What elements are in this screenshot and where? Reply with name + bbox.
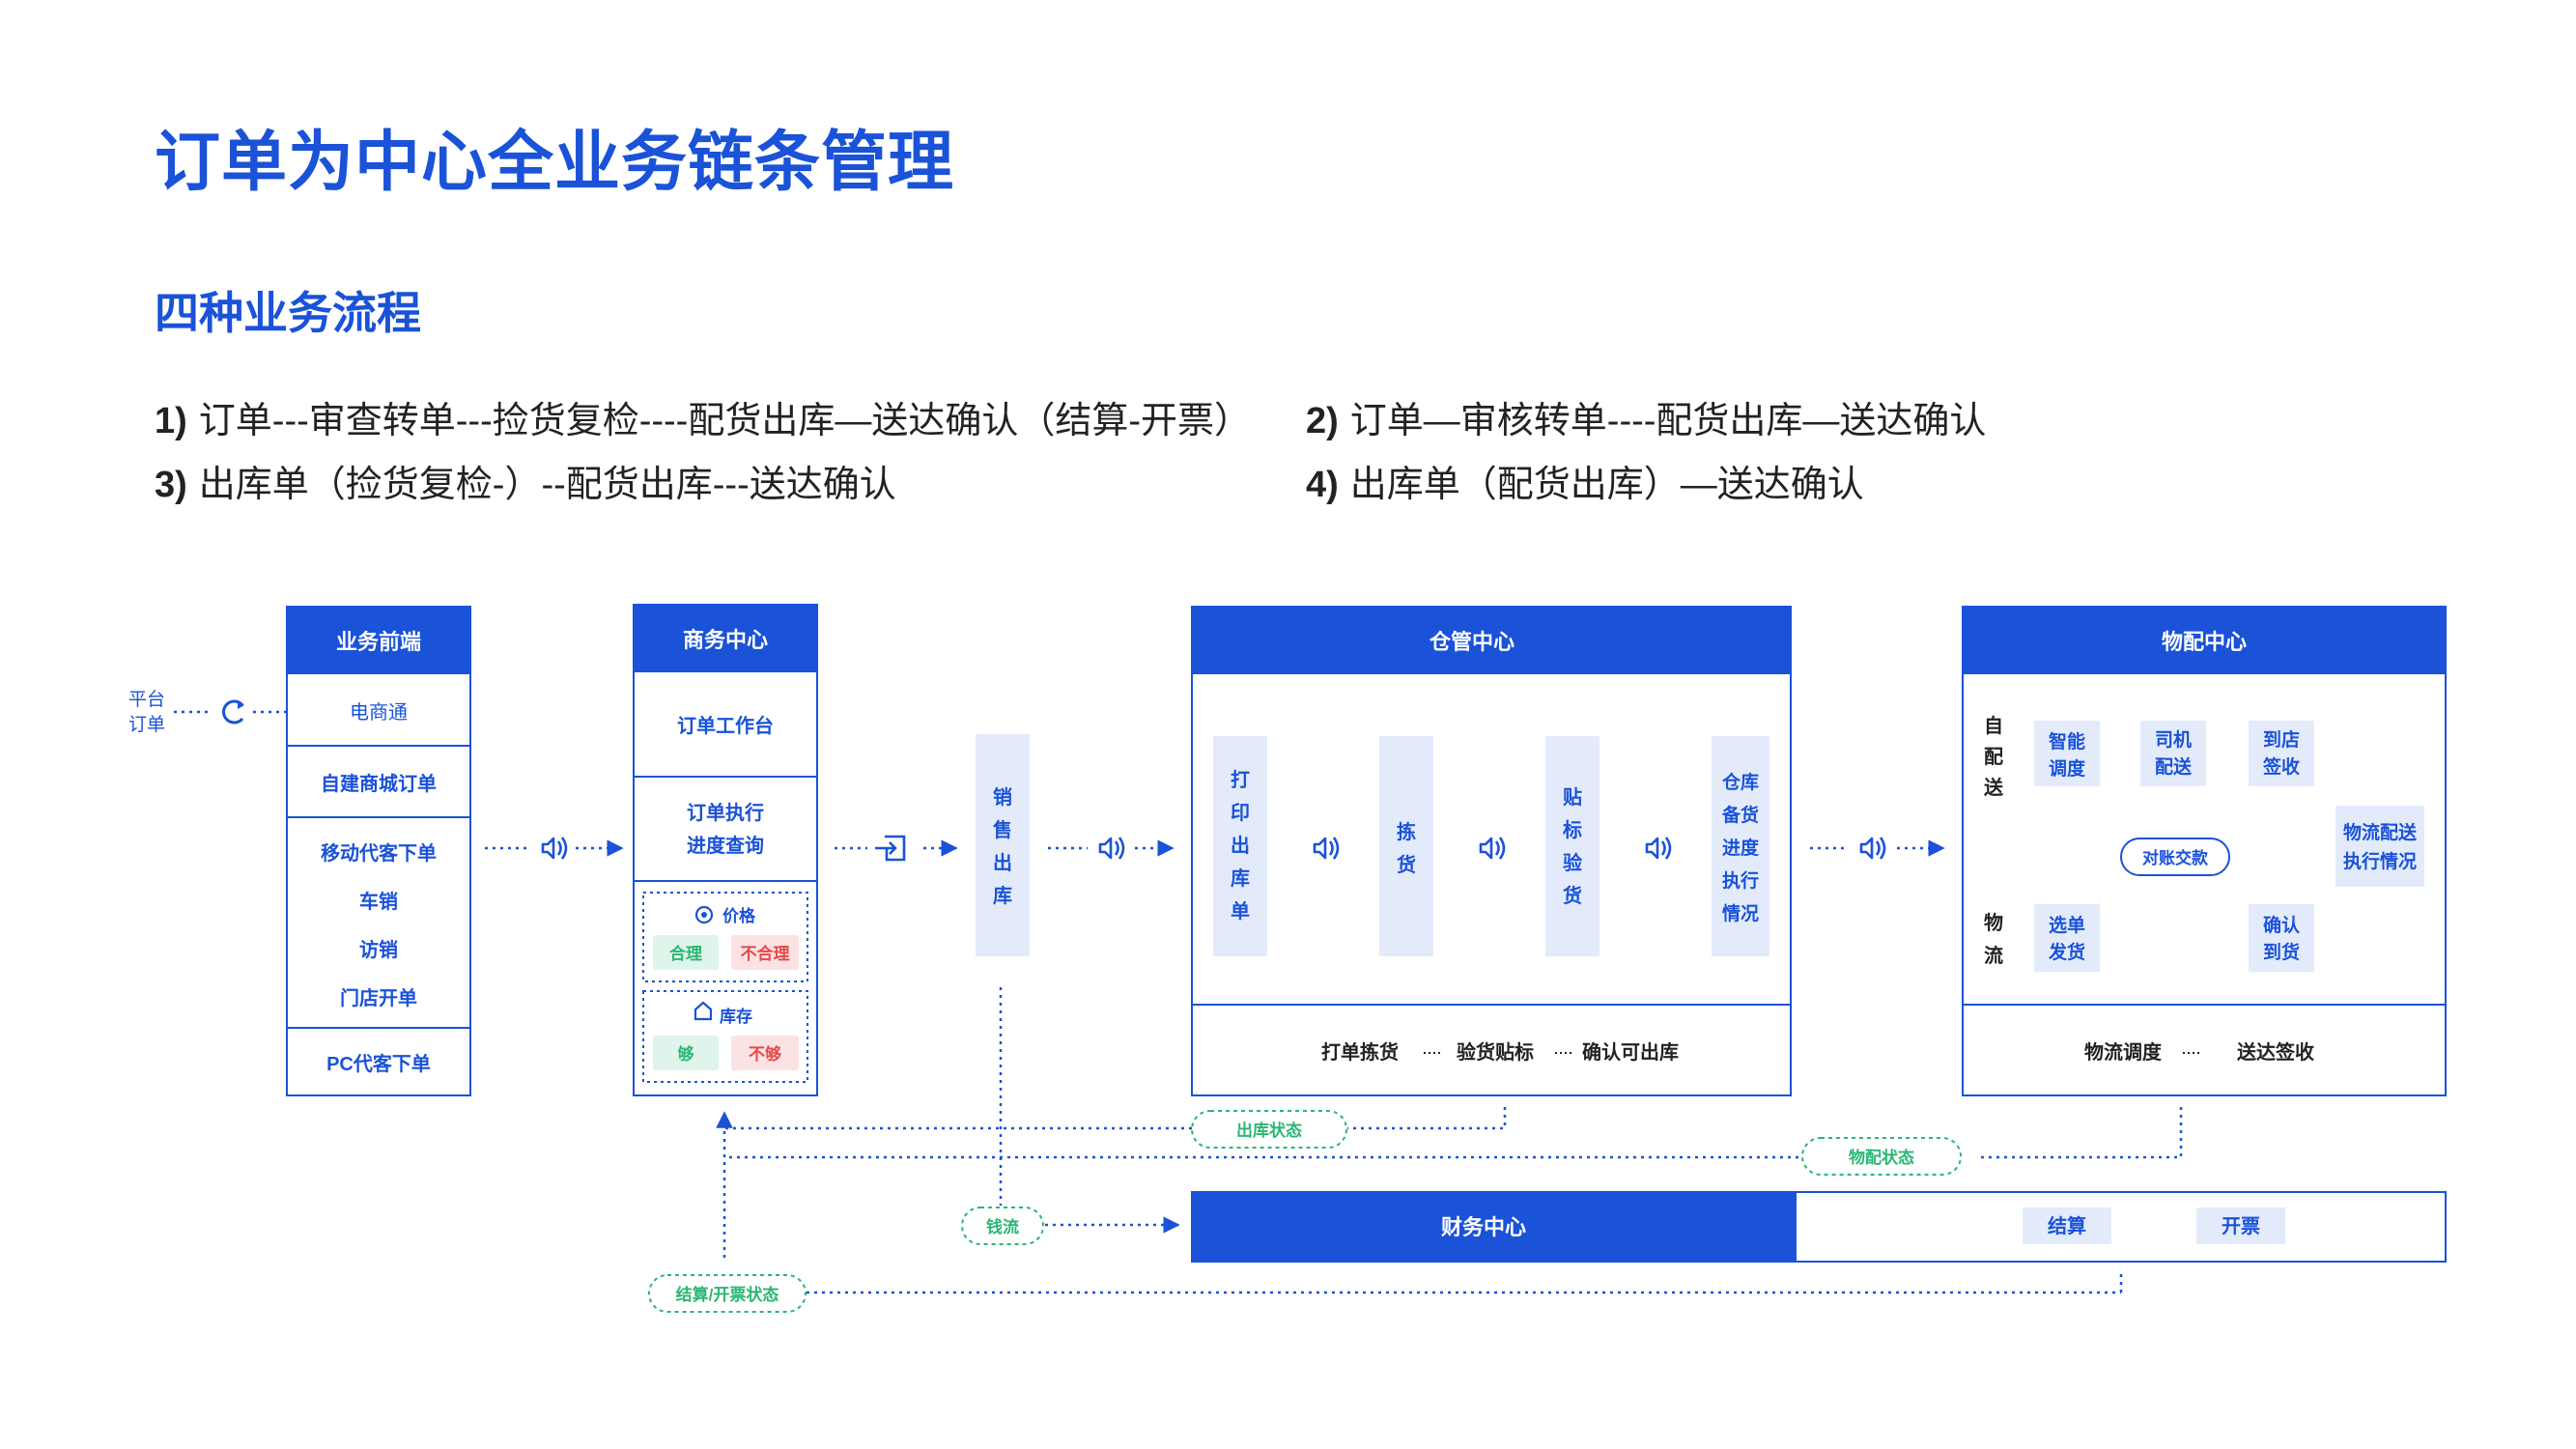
broadcast-icon xyxy=(1098,836,1125,861)
flow-item-2: 2)订单—审核转单----配货出库—送达确认 xyxy=(1306,401,1987,441)
svg-text:确认: 确认 xyxy=(2263,914,2300,936)
svg-text:调度: 调度 xyxy=(2049,757,2086,780)
svg-text:智能: 智能 xyxy=(2049,730,2085,753)
svg-text:标: 标 xyxy=(1563,819,1582,841)
svg-text:送: 送 xyxy=(1984,776,2004,799)
svg-text:自: 自 xyxy=(1984,714,2003,737)
svg-text:印: 印 xyxy=(1231,802,1250,824)
stock-bad: 不够 xyxy=(749,1044,781,1064)
svg-text:验: 验 xyxy=(1563,851,1582,874)
commerce-header: 商务中心 xyxy=(683,628,768,652)
svg-text:货: 货 xyxy=(1397,853,1416,876)
svg-text:平台: 平台 xyxy=(128,689,165,710)
section-subtitle: 四种业务流程 xyxy=(155,288,421,338)
svg-text:出库状态: 出库状态 xyxy=(1236,1121,1302,1140)
self-mall-item: 自建商城订单 xyxy=(321,772,437,795)
price-bad: 不合理 xyxy=(741,944,790,963)
finance-center-panel: 财务中心 结算 开票 xyxy=(1191,1191,2447,1263)
status-delivery-pill: 物配状态 xyxy=(1801,1137,1962,1176)
commerce-center-panel: 商务中心 订单工作台 订单执行 进度查询 价格 合理 不合理 库存 够 不够 xyxy=(633,604,818,1096)
business-front-panel: 业务前端 电商通 自建商城订单 移动代客下单 车销 访销 门店开单 PC代客下单 xyxy=(286,606,471,1096)
logistics-center-panel: 物配中心 自 配 送 物 流 智能 调度 司机 配送 到店 签收 对账交款 物流… xyxy=(1962,606,2447,1096)
warehouse-header: 仓管中心 xyxy=(1429,630,1514,654)
svg-text:备货: 备货 xyxy=(1721,804,1759,826)
svg-text:结算/开票状态: 结算/开票状态 xyxy=(676,1285,779,1304)
svg-text:到货: 到货 xyxy=(2263,941,2300,963)
svg-text:单: 单 xyxy=(1231,899,1250,923)
broadcast-icon xyxy=(541,836,568,861)
svg-text:拣: 拣 xyxy=(1397,820,1416,843)
svg-text:物: 物 xyxy=(1984,911,2003,934)
svg-text:进度: 进度 xyxy=(1722,837,1760,859)
order-workbench: 订单工作台 xyxy=(677,714,774,737)
flow-item-4: 4)出库单（配货出库）—送达确认 xyxy=(1306,465,1864,505)
pc-order-item: PC代客下单 xyxy=(326,1052,431,1075)
svg-text:售: 售 xyxy=(993,818,1012,841)
house-icon xyxy=(694,1001,713,1021)
price-ok: 合理 xyxy=(669,944,702,963)
platform-order: 平台 订单 xyxy=(128,689,165,735)
logistics-header: 物配中心 xyxy=(2162,630,2247,654)
svg-text:执行: 执行 xyxy=(1722,869,1759,892)
svg-text:出: 出 xyxy=(993,852,1012,874)
svg-text:发货: 发货 xyxy=(2048,941,2085,963)
svg-text:送达签收: 送达签收 xyxy=(2237,1040,2314,1064)
mobile-order-item: 移动代客下单 xyxy=(321,841,437,865)
svg-text:库: 库 xyxy=(1231,867,1250,890)
broadcast-icon xyxy=(1859,836,1886,861)
svg-text:验货贴标: 验货贴标 xyxy=(1457,1040,1534,1064)
refresh-icon xyxy=(222,699,244,724)
svg-text:货: 货 xyxy=(1563,884,1582,907)
svg-text:物流配送: 物流配送 xyxy=(2343,821,2418,843)
svg-text:确认可出库: 确认可出库 xyxy=(1582,1040,1679,1064)
flow-item-1: 1)订单---审查转单---捡货复检----配货出库—送达确认（结算-开票） xyxy=(155,401,1251,441)
svg-text:销: 销 xyxy=(993,785,1012,809)
car-sales-item: 车销 xyxy=(359,890,398,913)
settle-box: 结算 xyxy=(2048,1214,2086,1237)
svg-text:流: 流 xyxy=(1984,944,2003,967)
svg-text:贴: 贴 xyxy=(1563,786,1582,809)
svg-text:打: 打 xyxy=(1231,768,1250,791)
reconcile-pill: 对账交款 xyxy=(2142,848,2209,867)
visit-sales-item: 访销 xyxy=(359,938,398,961)
invoice-box: 开票 xyxy=(2222,1215,2260,1237)
ecommerce-item: 电商通 xyxy=(350,701,408,724)
price-label: 价格 xyxy=(722,906,756,925)
svg-text:到店: 到店 xyxy=(2263,728,2300,751)
svg-text:情况: 情况 xyxy=(1722,902,1759,924)
stock-label: 库存 xyxy=(720,1007,752,1026)
business-front-header: 业务前端 xyxy=(336,630,421,654)
svg-text:物流调度: 物流调度 xyxy=(2084,1040,2163,1064)
page-title: 订单为中心全业务链条管理 xyxy=(155,126,955,199)
order-exec-line2: 进度查询 xyxy=(687,834,764,857)
status-out-pill: 出库状态 xyxy=(1191,1110,1347,1149)
flow-item-3: 3)出库单（捡货复检-）--配货出库---送达确认 xyxy=(155,465,896,505)
svg-text:钱流: 钱流 xyxy=(986,1217,1019,1236)
svg-text:司机: 司机 xyxy=(2155,729,2192,751)
svg-text:配送: 配送 xyxy=(2155,755,2193,778)
svg-text:出: 出 xyxy=(1231,835,1250,857)
document-icon xyxy=(875,835,906,862)
store-order-item: 门店开单 xyxy=(340,986,417,1009)
svg-text:配: 配 xyxy=(1984,746,2003,768)
svg-text:打单拣货: 打单拣货 xyxy=(1321,1040,1399,1064)
svg-text:选单: 选单 xyxy=(2049,914,2085,936)
stock-ok: 够 xyxy=(677,1044,694,1064)
target-icon xyxy=(694,905,714,924)
sales-outbound-box: 销 售 出 库 xyxy=(976,734,1030,956)
svg-text:执行情况: 执行情况 xyxy=(2343,850,2417,872)
svg-text:签收: 签收 xyxy=(2262,755,2300,778)
order-exec-line1: 订单执行 xyxy=(687,801,764,824)
finance-header: 财务中心 xyxy=(1441,1215,1526,1239)
svg-text:订单: 订单 xyxy=(128,714,165,735)
svg-text:物配状态: 物配状态 xyxy=(1849,1148,1914,1167)
settle-invoice-status-pill: 结算/开票状态 xyxy=(648,1274,807,1313)
svg-text:仓库: 仓库 xyxy=(1721,771,1759,793)
cash-flow-pill: 钱流 xyxy=(961,1207,1044,1245)
svg-text:库: 库 xyxy=(993,884,1012,907)
